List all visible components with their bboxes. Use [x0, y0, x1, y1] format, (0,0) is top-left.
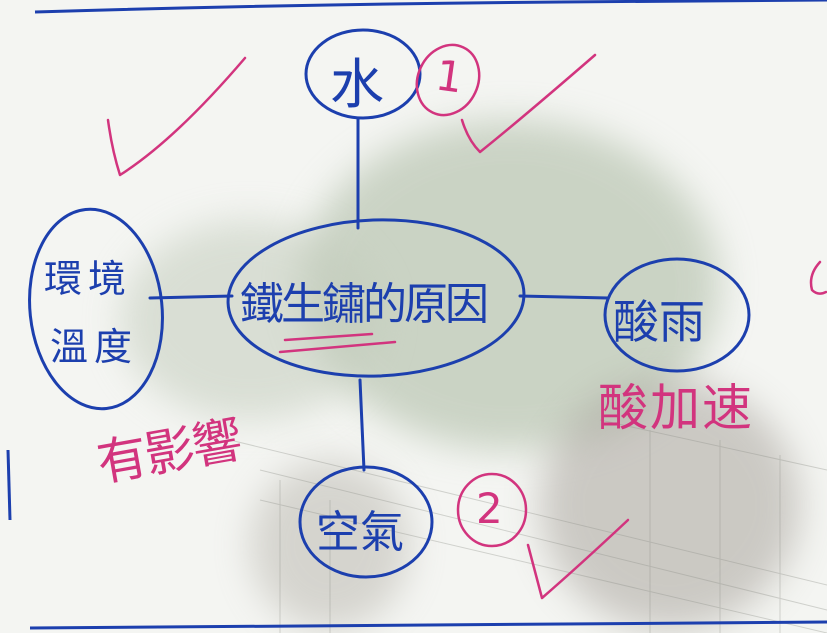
page-border-bottom [29, 620, 827, 630]
node-top-ellipse [304, 28, 422, 120]
node-right-ellipse [603, 257, 751, 373]
node-right-label: 酸雨 [613, 295, 705, 349]
background-people-2 [250, 460, 410, 630]
bracket-right-edge [809, 260, 827, 295]
circle-mark-2 [456, 472, 528, 548]
node-left-label-line1: 環境 [44, 257, 133, 301]
center-underline-1 [283, 332, 374, 342]
page-border-top [34, 0, 827, 14]
right-note: 酸加速 [598, 379, 754, 437]
node-center-ellipse [226, 218, 526, 378]
node-bottom-label: 空氣 [316, 507, 404, 558]
node-bottom-ellipse [298, 465, 434, 579]
mark-2-label: 2 [476, 484, 503, 533]
circle-mark-1 [415, 43, 481, 117]
page-border-left [6, 449, 12, 521]
node-top-label: 水 [330, 53, 384, 116]
connector-left [148, 294, 234, 300]
connector-right [518, 294, 610, 300]
check-mark-bottom-right [526, 518, 630, 600]
center-title: 鐵生鏽的原因 [240, 279, 489, 330]
check-mark-top-right [460, 53, 597, 154]
check-mark-top-left [106, 56, 247, 177]
connector-bottom [358, 378, 366, 472]
node-left-label-line2: 溫度 [50, 325, 139, 369]
node-left-ellipse [28, 207, 164, 411]
center-underline-2 [278, 340, 397, 354]
background-people [540, 380, 800, 630]
